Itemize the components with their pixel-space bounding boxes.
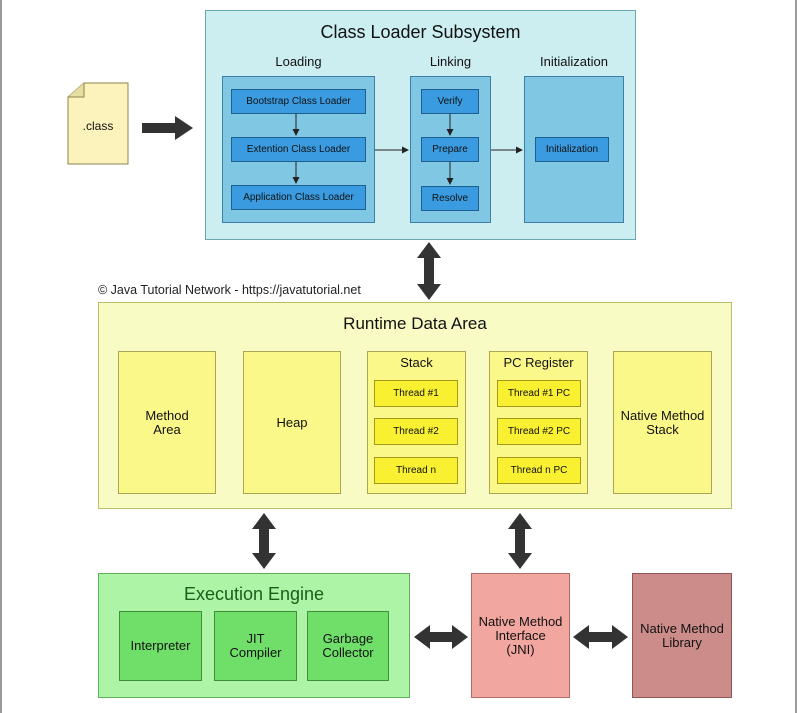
native-method-library: Native Method Library [632, 573, 732, 698]
initialization-step: Initialization [535, 137, 609, 162]
left-edge [0, 0, 2, 713]
pc-register-thread-n: Thread n PC [497, 457, 581, 484]
execution-jni-double-arrow [414, 625, 468, 649]
pc-register-label: PC Register [503, 354, 574, 370]
method-area: Method Area [118, 351, 216, 494]
stack-thread-1: Thread #1 [374, 380, 458, 407]
extension-class-loader: Extention Class Loader [231, 137, 366, 162]
heap: Heap [243, 351, 341, 494]
pc-register-thread-2: Thread #2 PC [497, 418, 581, 445]
runtime-data-area-title: Runtime Data Area [343, 314, 487, 333]
initialization-label: Initialization [540, 53, 608, 69]
prepare-step: Prepare [421, 137, 479, 162]
copyright-notice: © Java Tutorial Network - https://javatu… [98, 283, 361, 297]
bootstrap-class-loader: Bootstrap Class Loader [231, 89, 366, 114]
interpreter: Interpreter [119, 611, 202, 681]
verify-step: Verify [421, 89, 479, 114]
application-class-loader: Application Class Loader [231, 185, 366, 210]
jit-compiler: JIT Compiler [214, 611, 297, 681]
stack-thread-n: Thread n [374, 457, 458, 484]
loading-label: Loading [275, 53, 322, 69]
class-loader-title: Class Loader Subsystem [320, 21, 521, 42]
jni-library-double-arrow [573, 625, 628, 649]
linking-label: Linking [429, 53, 472, 69]
stack-thread-2: Thread #2 [374, 418, 458, 445]
loader-runtime-double-arrow [417, 242, 441, 300]
garbage-collector: Garbage Collector [307, 611, 389, 681]
runtime-execution-double-arrow [252, 513, 276, 569]
resolve-step: Resolve [421, 186, 479, 211]
pc-register-thread-1: Thread #1 PC [497, 380, 581, 407]
class-file-label: .class [82, 119, 114, 133]
stack-label: Stack [400, 354, 433, 370]
class-to-loader-arrow [142, 116, 193, 140]
native-method-stack: Native Method Stack [613, 351, 712, 494]
runtime-jni-double-arrow [508, 513, 532, 569]
right-edge [795, 0, 797, 713]
native-method-interface: Native Method Interface (JNI) [471, 573, 570, 698]
execution-engine-title: Execution Engine [183, 583, 325, 604]
